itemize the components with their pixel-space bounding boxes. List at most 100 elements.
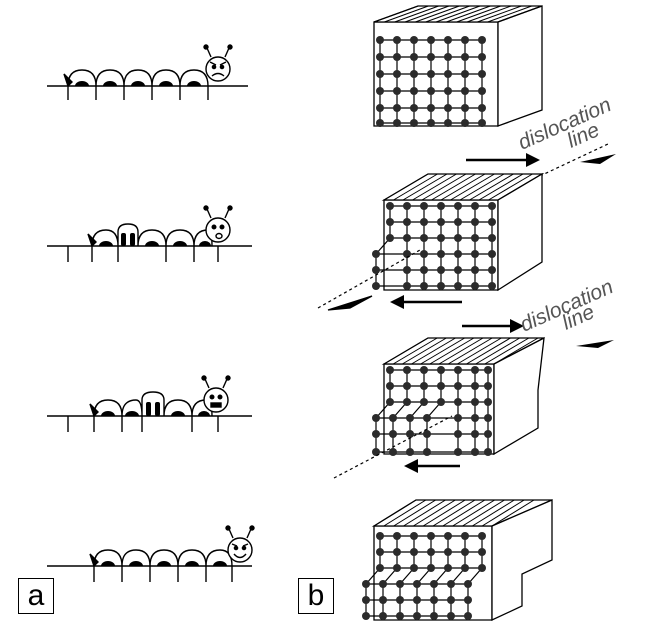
caterpillar-head-angry <box>203 44 233 82</box>
atom-lattice <box>376 36 486 127</box>
caterpillar-feet <box>101 402 210 416</box>
atom <box>427 70 435 78</box>
atom-lattice <box>372 202 496 290</box>
atom <box>386 398 394 406</box>
atom <box>478 36 486 44</box>
caterpillar-body <box>91 223 213 247</box>
atom <box>444 36 452 44</box>
atom <box>444 70 452 78</box>
atom <box>484 398 492 406</box>
atom <box>423 414 431 422</box>
atom <box>393 532 401 540</box>
dislocation-arrow <box>327 295 373 311</box>
crystal-block-3 <box>333 336 545 479</box>
atom <box>464 580 472 588</box>
atom <box>437 250 445 258</box>
hatch-line <box>392 337 438 365</box>
hatch-line <box>450 173 495 201</box>
atom <box>447 612 455 620</box>
dislocation-arrow <box>576 340 614 348</box>
atom <box>461 70 469 78</box>
atom <box>389 430 397 438</box>
atom <box>461 104 469 112</box>
atom <box>484 382 492 390</box>
atom <box>444 548 452 556</box>
atom <box>403 202 411 210</box>
caterpillar-feet <box>101 561 227 566</box>
atom <box>386 366 394 374</box>
atom <box>461 548 469 556</box>
atom <box>461 87 469 95</box>
atom <box>403 382 411 390</box>
atom <box>454 218 462 226</box>
arrowhead <box>390 295 404 309</box>
atom <box>444 104 452 112</box>
atom <box>393 36 401 44</box>
atom <box>437 398 445 406</box>
atom <box>447 580 455 588</box>
dislocation-line-dashed <box>333 415 453 479</box>
atom <box>393 104 401 112</box>
hatch-line <box>452 499 495 527</box>
atom <box>488 266 496 274</box>
atom <box>420 250 428 258</box>
atom <box>420 398 428 406</box>
atom <box>379 612 387 620</box>
atom <box>372 448 380 456</box>
atom <box>410 87 418 95</box>
atom <box>376 70 384 78</box>
hatch-line <box>383 499 427 527</box>
atom <box>471 234 479 242</box>
atom <box>420 202 428 210</box>
atom <box>471 202 479 210</box>
atom <box>396 612 404 620</box>
hatch-line <box>393 499 436 527</box>
atom <box>386 218 394 226</box>
atom <box>376 548 384 556</box>
atom <box>471 398 479 406</box>
atom <box>454 250 462 258</box>
arrowhead <box>510 319 524 333</box>
atom <box>488 282 496 290</box>
top-hatching <box>373 5 543 23</box>
atom <box>393 119 401 127</box>
block-side-face <box>497 5 543 127</box>
atom <box>393 87 401 95</box>
atom <box>471 218 479 226</box>
atom <box>403 218 411 226</box>
hatch-line <box>435 5 481 23</box>
atom <box>427 564 435 572</box>
atom <box>413 596 421 604</box>
atom <box>372 266 380 274</box>
atom <box>484 366 492 374</box>
atom <box>410 104 418 112</box>
hatch-line <box>429 337 475 365</box>
dislocation-line-dashed <box>539 143 609 177</box>
atom <box>410 564 418 572</box>
caterpillar-stage-4 <box>47 525 255 582</box>
hatch-line <box>475 337 520 365</box>
atom <box>403 366 411 374</box>
hatch-line <box>431 173 476 201</box>
atom <box>454 202 462 210</box>
atom <box>423 448 431 456</box>
atom <box>454 266 462 274</box>
atom <box>461 53 469 61</box>
atom <box>478 53 486 61</box>
caterpillar-tail <box>87 233 97 248</box>
atom <box>471 430 479 438</box>
atom <box>372 414 380 422</box>
hatch-line <box>415 5 460 23</box>
caterpillar-body <box>93 391 213 417</box>
atom <box>379 580 387 588</box>
caterpillar-tail <box>89 403 99 418</box>
atom <box>410 53 418 61</box>
dislocation-line-dashed <box>317 249 421 309</box>
atom <box>454 366 462 374</box>
hatch-line <box>442 499 486 527</box>
atom <box>372 430 380 438</box>
atom <box>471 266 479 274</box>
atom-lattice <box>362 532 486 620</box>
atom <box>376 87 384 95</box>
hatch-line <box>432 499 476 527</box>
